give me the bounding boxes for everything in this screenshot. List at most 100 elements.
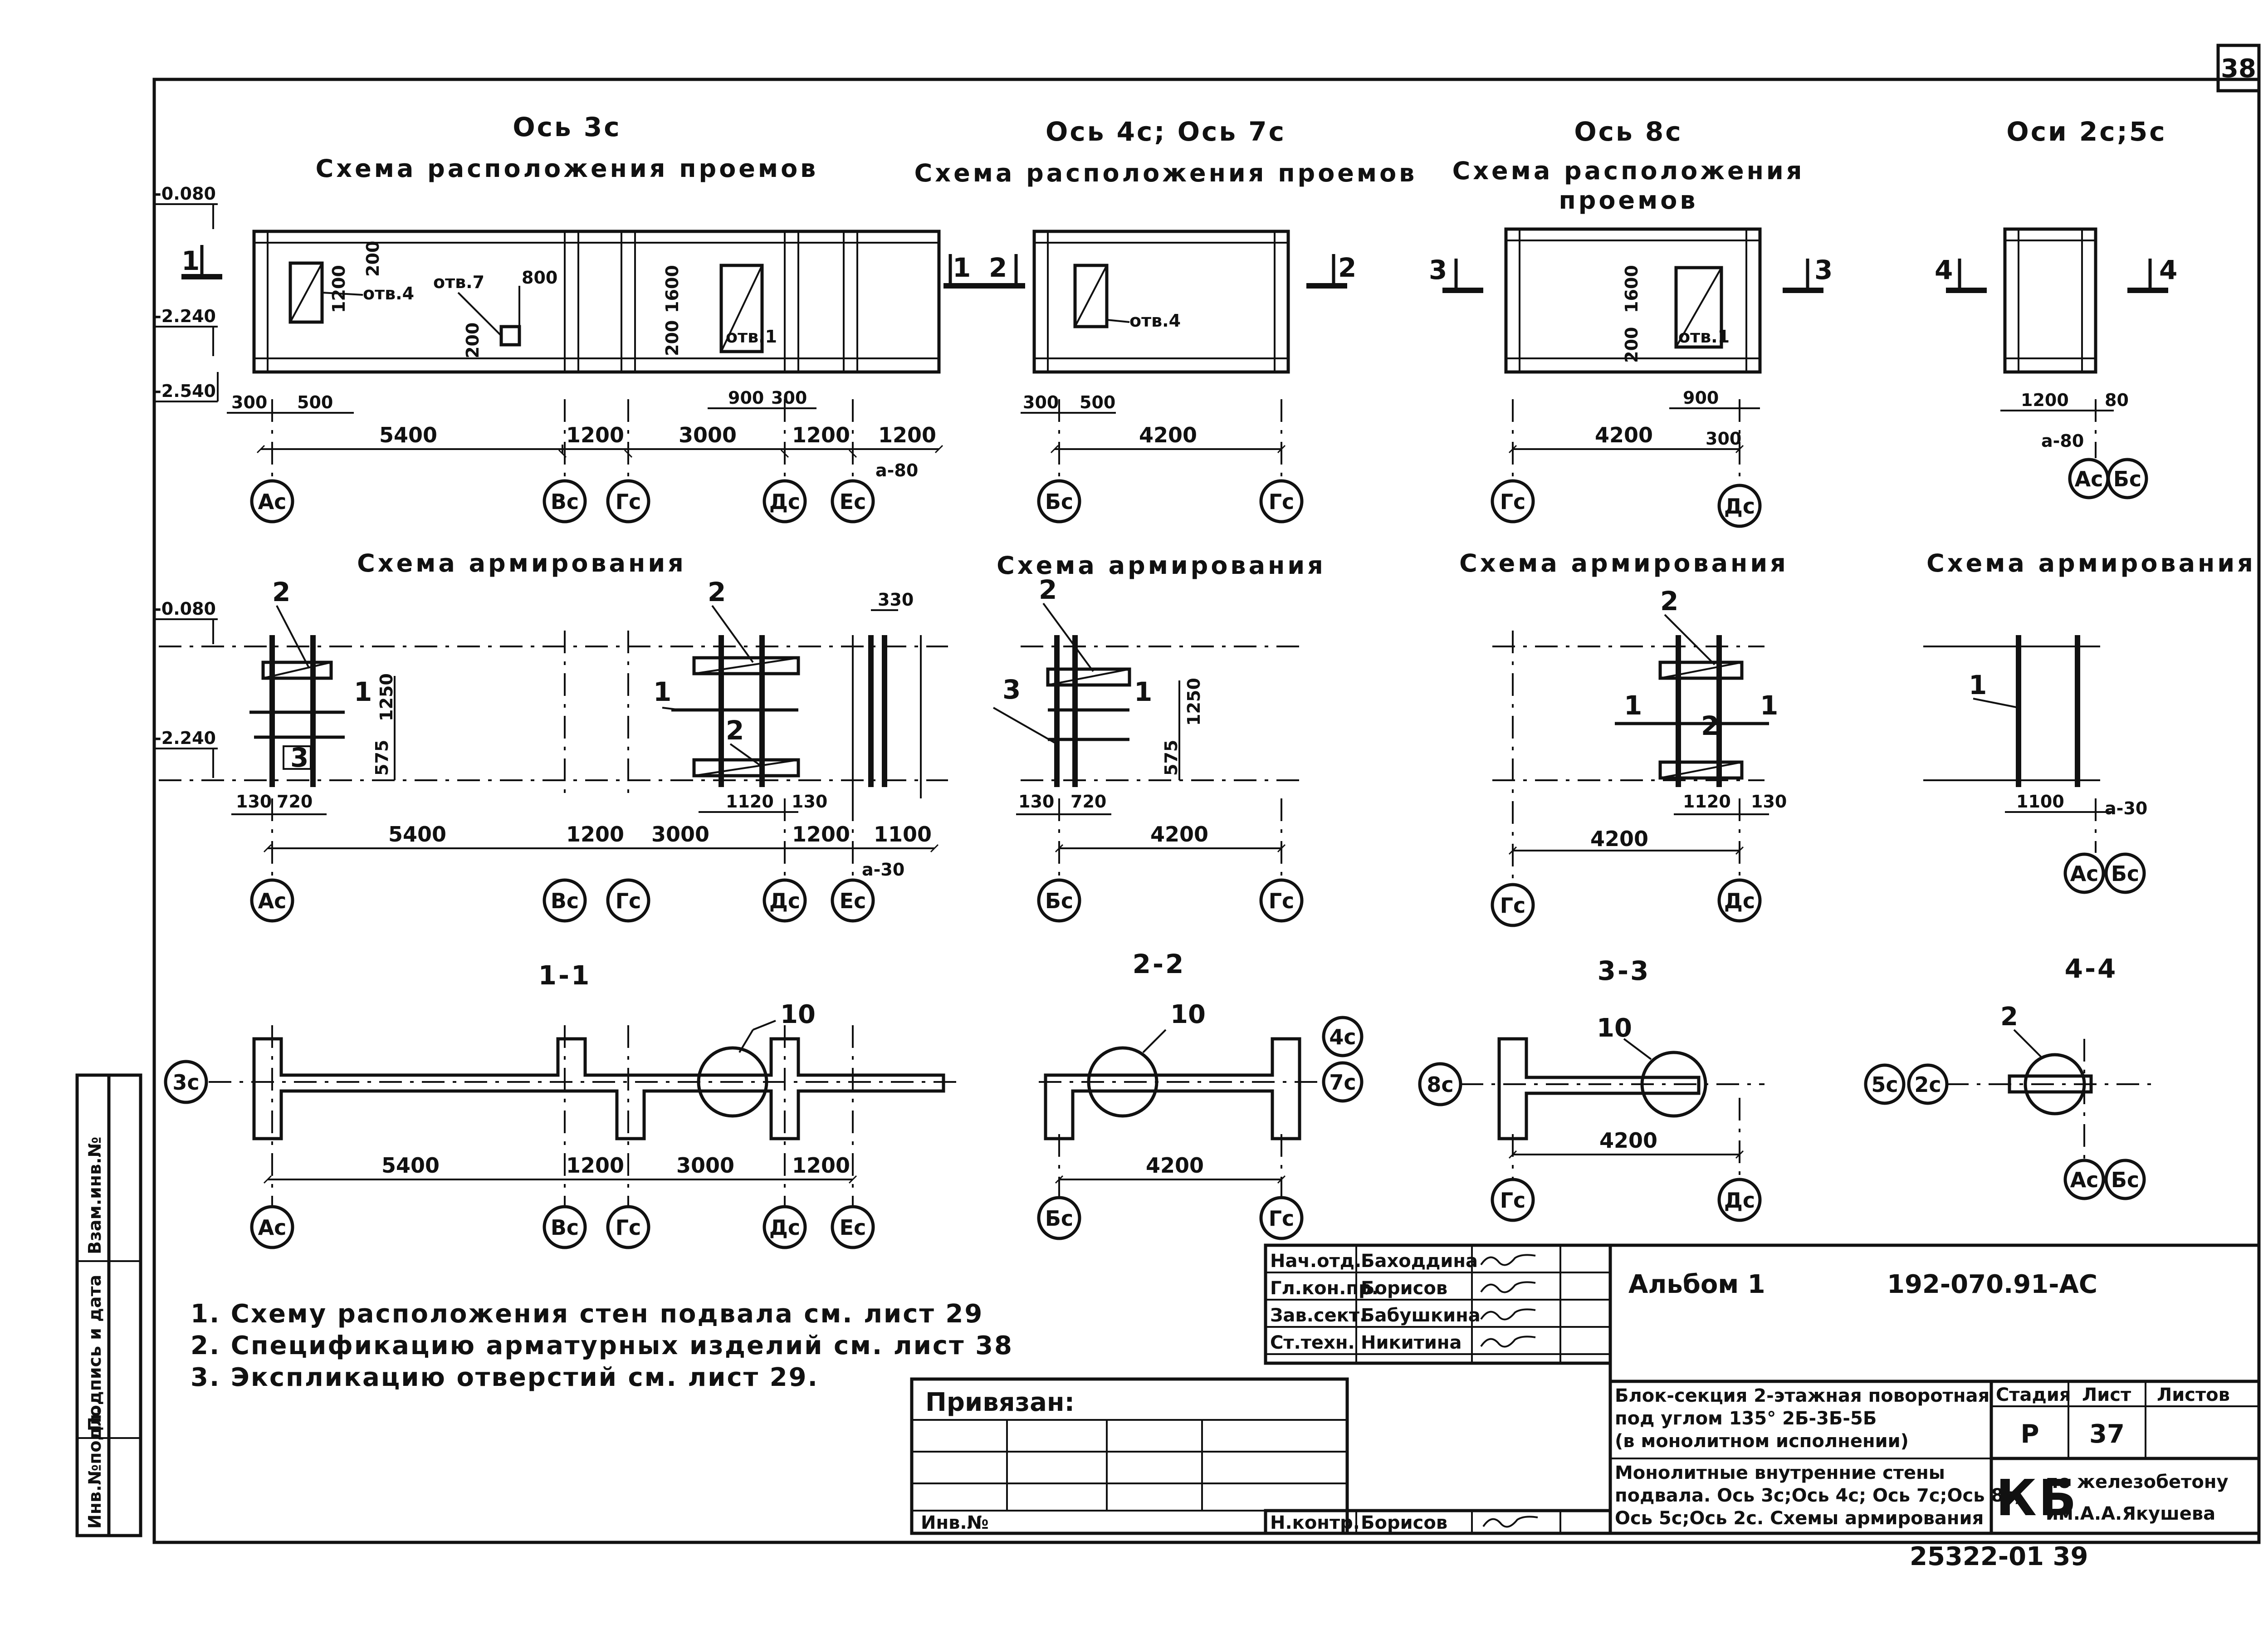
dim-text: 575 [1161, 740, 1181, 776]
drawing-code: 192-070.91-АС [1887, 1270, 2097, 1299]
dim-text: 900 [728, 388, 764, 408]
dim-text: 1200 [566, 423, 624, 447]
dim-text: 3000 [676, 1153, 734, 1178]
dim-text: 1200 [792, 822, 850, 846]
opening-label: отв.1 [1678, 327, 1730, 347]
dim-text: 4200 [1590, 827, 1648, 851]
section-mark: 1 [953, 252, 973, 283]
panel1-reinf-title: Схема армирования [357, 549, 686, 577]
section-mark: 2 [989, 252, 1009, 283]
axis-bubble: Ас [2075, 467, 2103, 491]
panel3-openings-title-2: проемов [1559, 186, 1698, 215]
sheet-value: 37 [2089, 1419, 2125, 1449]
axis-bubble: Вс [551, 889, 579, 913]
axis-bubble: Бс [1045, 489, 1073, 514]
axis-bubble: Бс [2111, 1168, 2139, 1192]
rebar-mark: 1 [354, 676, 374, 707]
dim-text: 300 [1706, 429, 1741, 449]
dim-text: 720 [277, 792, 313, 812]
rebar-mark: 1 [1760, 690, 1780, 721]
section-mark: 3 [1429, 254, 1449, 285]
panel3-axis-title: Ось 8с [1574, 116, 1682, 147]
sheet-frame: 38 [152, 44, 2261, 1544]
dim-text: 1100 [2016, 792, 2064, 812]
axis-bubble: Дс [769, 889, 800, 913]
dim-text: 300 [1023, 392, 1059, 412]
section-title: 3-3 [1598, 955, 1651, 986]
axis-bubble: Гс [1500, 893, 1526, 918]
axis-bubble-row: Гс Дс [1491, 878, 1762, 927]
archive-number: 25322-01 39 [1910, 1542, 2088, 1571]
dim-text: 500 [297, 392, 333, 412]
section-title: 1-1 [538, 960, 591, 991]
panel1-openings-title: Схема расположения проемов [316, 154, 819, 183]
signature-role: Нач.отд. [1270, 1251, 1361, 1272]
axis-bubble: Гс [616, 889, 641, 913]
axis-bubble: Гс [1269, 889, 1295, 913]
rebar-mark: 2 [726, 715, 746, 746]
axis-bubble: Гс [616, 1215, 641, 1240]
panel1-axis-title: Ось 3с [513, 112, 621, 142]
axis-bubble: 4с [1329, 1025, 1356, 1049]
drawing-line: подвала. Ось 3с;Ось 4с; Ось 7с;Ось 8с; [1615, 1485, 2022, 1506]
notes: 1. Схему расположения стен подвала см. л… [191, 1299, 1013, 1392]
dim-text: 3000 [679, 423, 737, 447]
note-line: 2. Спецификацию арматурных изделий см. л… [191, 1331, 1013, 1360]
section-title: 2-2 [1133, 949, 1186, 979]
axis-bubble-row: Ас Вс Гс Дс Ес [250, 878, 875, 923]
panel2-axis-title: Ось 4с; Ось 7с [1046, 116, 1286, 147]
org-line: по железобетону [2046, 1472, 2229, 1492]
sheet-label: Лист [2082, 1385, 2131, 1405]
dim-text: 4200 [1599, 1128, 1657, 1153]
dim-text: 1200 [566, 1153, 624, 1178]
panel3-openings-title: Схема расположения [1452, 157, 1805, 185]
panel4-axis-title: Оси 2с;5с [2006, 116, 2166, 147]
opening-label: отв.4 [1129, 311, 1181, 331]
org-line: им.А.А.Якушева [2046, 1503, 2215, 1524]
album-label: Альбом 1 [1628, 1270, 1765, 1299]
axis-bubble: Гс [1500, 1188, 1526, 1213]
section-2-2: 2-2 10 4с 7с 4200 Бс Гс [1037, 949, 1364, 1240]
drawing-line: Монолитные внутренние стены [1615, 1463, 1945, 1483]
note-line: 1. Схему расположения стен подвала см. л… [191, 1299, 983, 1329]
title-block: Нач.отд.БаходдинаГл.кон.пр.БорисовЗав.се… [910, 1243, 2261, 1571]
axis-bubble: Гс [1269, 1206, 1295, 1231]
stamp-replacement-inv: Взам.инв.№ [85, 1137, 105, 1254]
axis-bubble-row: Ас Бс [2063, 1159, 2146, 1200]
org-mark: КБ [1996, 1469, 2078, 1527]
dim-text: 1200 [878, 423, 936, 447]
axis-bubble: Дс [1724, 889, 1755, 913]
axis-bubble: 2с [1914, 1072, 1941, 1097]
opening-label: отв.1 [726, 327, 777, 347]
drawing-line: Ось 5с;Ось 2с. Схемы армирования [1615, 1508, 1984, 1529]
panel3-reinf-title: Схема армирования [1459, 549, 1789, 577]
axis-bubble: Ас [258, 889, 287, 913]
rebar-mark: 2 [708, 577, 728, 607]
panel-axis-3c-reinforcement: Схема армирования -0.080 -2.240 2 1 3 12… [154, 549, 948, 923]
elevation-mark: -2.240 [154, 728, 216, 748]
axis-bubble: Дс [769, 1215, 800, 1240]
dim-text: 1200 [566, 822, 624, 846]
section-1-1: 1-1 3с 10 5400 1200 3000 1200 Ас Вс Гс Д… [164, 960, 957, 1249]
dim-text: a-80 [2041, 431, 2084, 451]
panel-axis-3c-openings: Ось 3с Схема расположения проемов отв.4 … [154, 112, 984, 524]
sheets-label: Листов [2157, 1385, 2230, 1405]
dim-text: 720 [1070, 792, 1106, 812]
dim-text: 200 [463, 323, 483, 358]
dim-text: 4200 [1146, 1153, 1204, 1178]
axis-bubble: Ес [840, 889, 866, 913]
dim-text: 80 [2105, 390, 2129, 410]
signature-name: Баходдина [1361, 1251, 1478, 1272]
handwritten-signature [1480, 1336, 1536, 1348]
axis-bubble: Ас [2070, 861, 2099, 886]
dim-text: 4200 [1139, 423, 1197, 447]
panel-axes-2c-5c-reinforcement: Схема армирования 1 1100 a-30 Ас Бс [1923, 549, 2253, 894]
dim-text: 800 [522, 268, 557, 288]
signature-role: Гл.кон.пр. [1270, 1278, 1378, 1299]
dim-text: 4200 [1595, 423, 1653, 447]
section-mark: 1 [181, 245, 201, 276]
control-role: Н.контр. [1270, 1512, 1360, 1533]
project-line: под углом 135° 2Б-3Б-5Б [1615, 1408, 1877, 1429]
